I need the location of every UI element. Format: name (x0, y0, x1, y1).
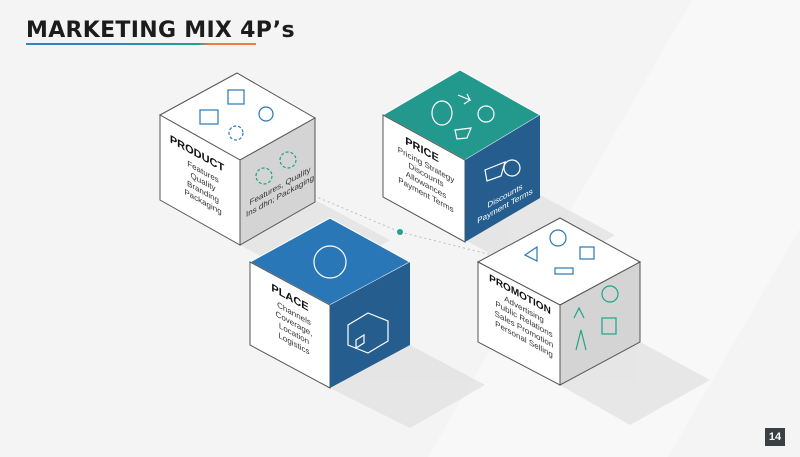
broadcast-icon (554, 267, 574, 275)
shopping-bag-icon (601, 317, 617, 335)
place-cube: PLACE Channels Coverage, Location Logist… (248, 217, 412, 389)
globe-pins-icon (313, 245, 347, 279)
star-bubble-icon (601, 285, 619, 303)
promotion-right-face (559, 261, 641, 386)
star-bubble-icon (549, 229, 567, 247)
promotion-cube: PROMOTION Advertising Public Relations S… (476, 217, 642, 386)
connector-lines (299, 189, 521, 263)
cart-icon (454, 127, 472, 140)
discount-cart-icon (484, 159, 521, 182)
product-right-face (239, 117, 316, 246)
arrow-icon (457, 93, 472, 105)
page-title: MARKETING MIX 4P’s (26, 18, 295, 43)
gear-icon (228, 125, 244, 141)
coins-icon (431, 100, 453, 126)
dollar-icon (477, 105, 495, 123)
title-underline (26, 43, 256, 45)
megaphone-icon (523, 245, 538, 262)
product-cube: PRODUCT Features Quality Branding Packag… (158, 72, 317, 246)
lightbulb-icon (258, 106, 274, 122)
price-right-face (465, 115, 540, 242)
gears-icon (255, 151, 297, 185)
package-icon (227, 89, 245, 105)
antenna-icon (573, 306, 587, 351)
gift-box-icon (199, 109, 219, 125)
shopping-bag-icon (579, 246, 595, 260)
page-number: 14 (765, 428, 785, 446)
warehouse-truck-icon (347, 312, 389, 354)
center-dot (397, 229, 403, 235)
place-right-face (330, 262, 410, 388)
